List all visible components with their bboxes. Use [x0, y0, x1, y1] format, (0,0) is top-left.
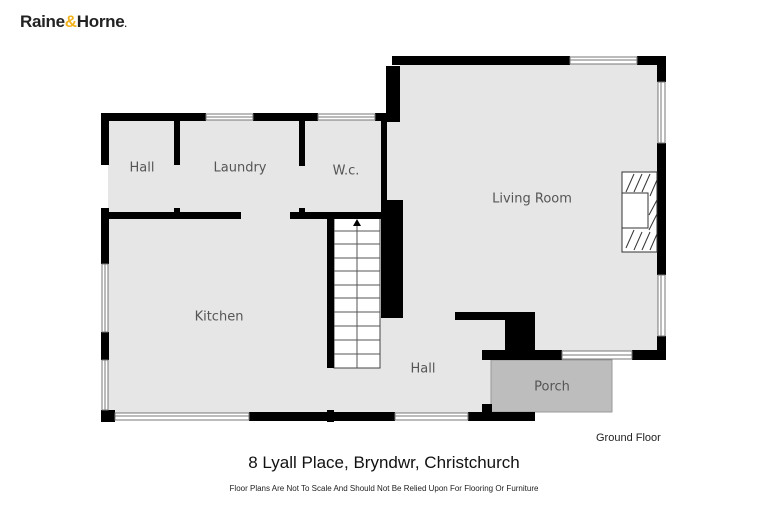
floor-living-room [400, 64, 658, 354]
walls [101, 56, 666, 422]
room-label-kitchen: Kitchen [194, 309, 244, 325]
room-label-porch: Porch [534, 379, 570, 395]
room-label-living-room: Living Room [492, 191, 572, 207]
brand-logo: Raine&Horne. [20, 12, 127, 32]
fireplace-icon [621, 171, 658, 253]
brand-name-part1: Raine [20, 12, 65, 31]
floor-kitchen [108, 216, 332, 414]
room-label-hall-upper: Hall [129, 160, 155, 176]
stairs-up-arrow-icon [353, 219, 361, 226]
floor-name-label: Ground Floor [596, 432, 661, 444]
floor-upper-rooms [108, 120, 384, 216]
room-label-wc: W.c. [332, 163, 360, 179]
stairs [333, 217, 381, 369]
room-label-hall-lower: Hall [410, 361, 436, 377]
brand-name-part2: Horne [76, 12, 125, 31]
brand-ampersand: & [64, 12, 77, 31]
brand-dot: . [124, 19, 127, 29]
room-label-laundry: Laundry [213, 160, 267, 176]
property-address: 8 Lyall Place, Bryndwr, Christchurch [248, 453, 520, 472]
windows [101, 56, 666, 421]
disclaimer-text: Floor Plans Are Not To Scale And Should … [229, 484, 539, 493]
